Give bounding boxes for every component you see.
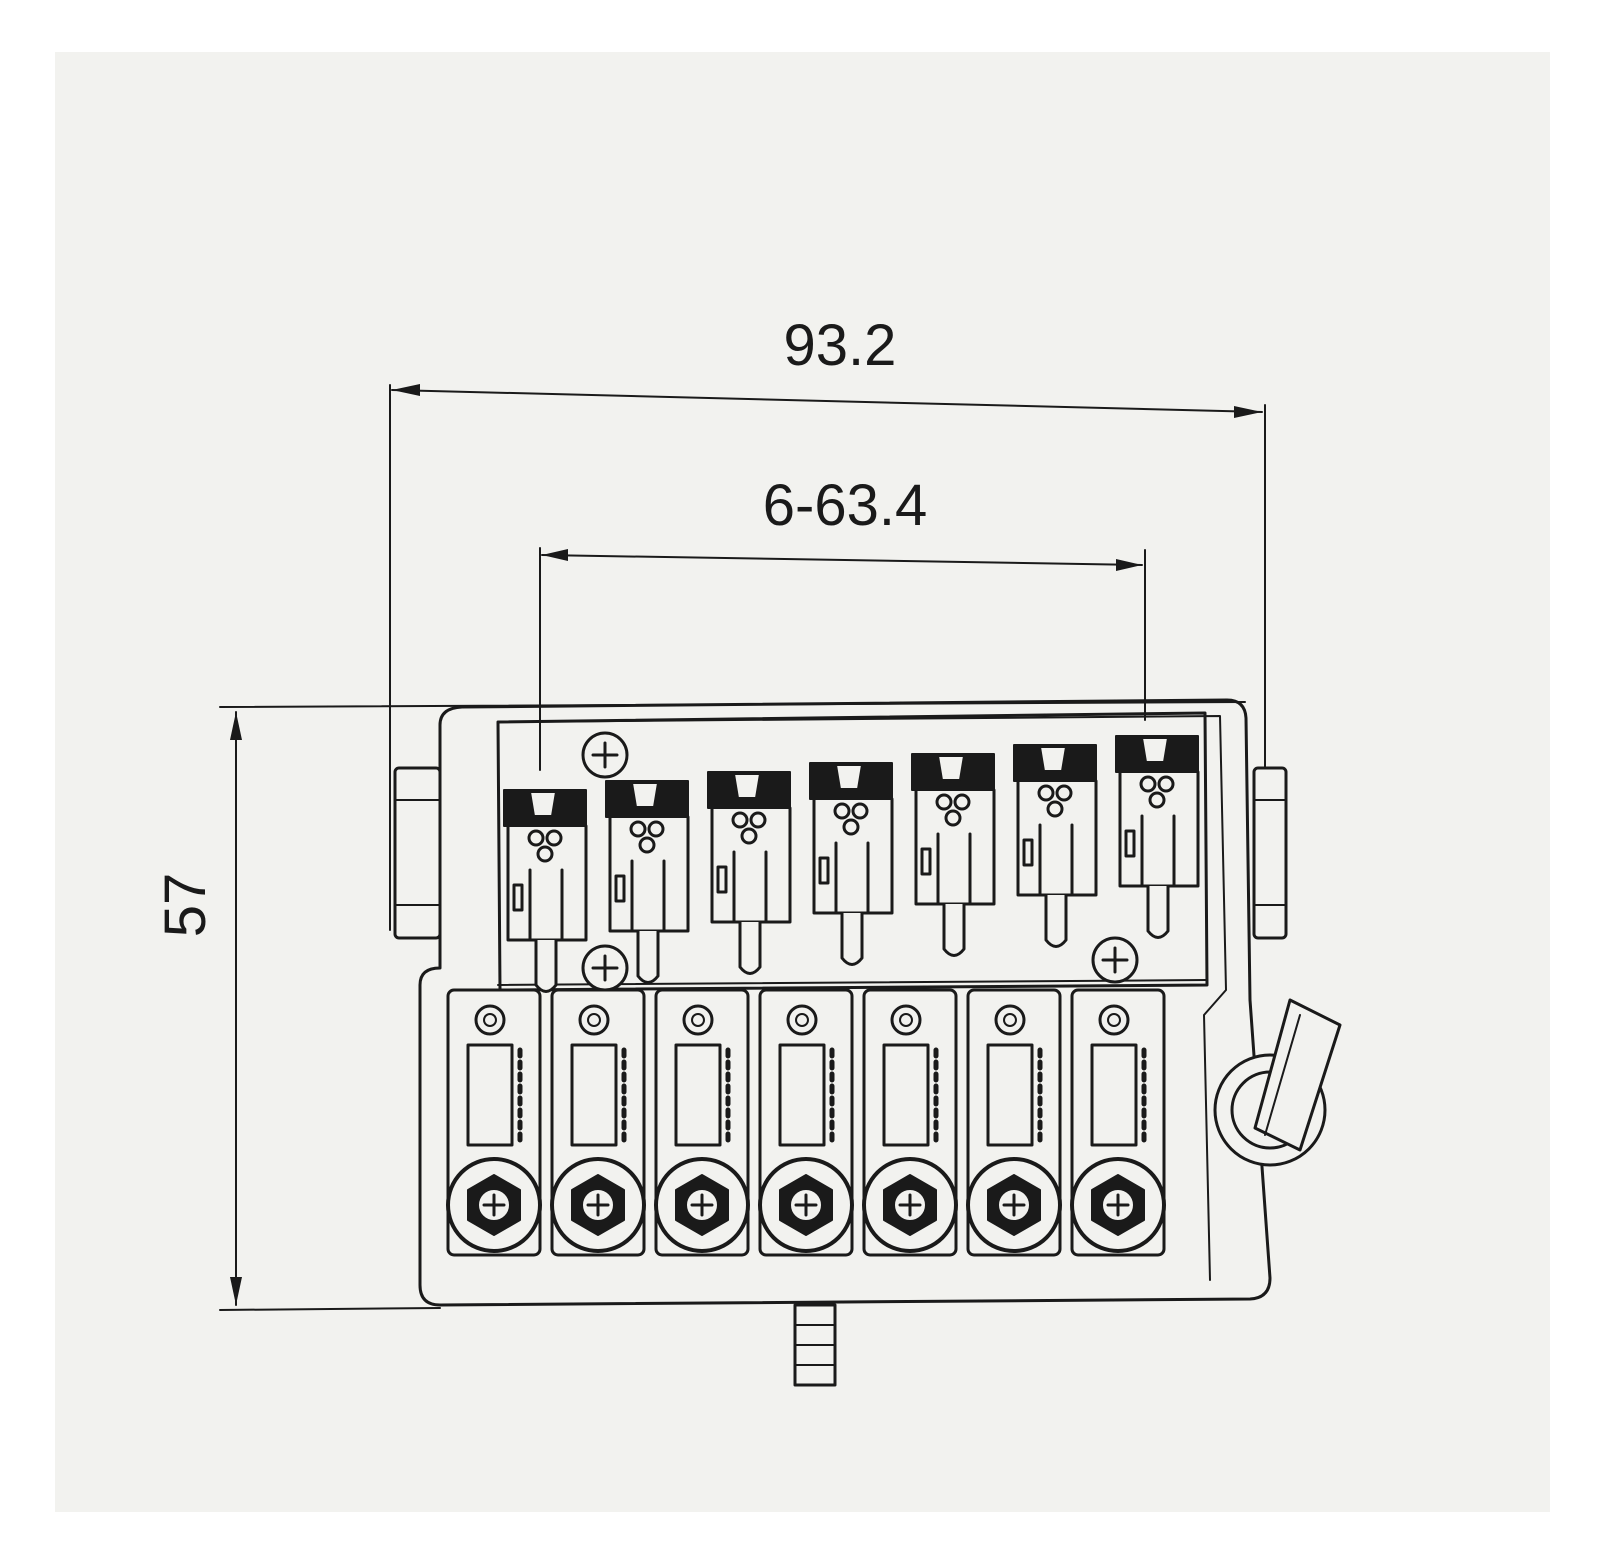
saddle-bodies xyxy=(446,988,1166,1257)
saddle-clamp-4 xyxy=(809,762,894,966)
base-plate-inner xyxy=(499,715,1227,1281)
block-screw-bottom-left xyxy=(581,944,629,992)
dimension-label-depth: 57 xyxy=(153,873,218,938)
dimension-string-spacing xyxy=(539,547,1146,771)
saddle-clamp-2 xyxy=(605,780,690,984)
locking-block xyxy=(496,711,1209,992)
saddle-clamp-6 xyxy=(1013,744,1098,948)
saddle-clamp-7 xyxy=(1115,735,1200,939)
paper-background xyxy=(55,52,1550,1512)
base-plate xyxy=(418,698,1272,1307)
dimension-label-string-spacing: 6-63.4 xyxy=(763,473,927,538)
saddle-6 xyxy=(966,988,1062,1257)
saddle-clamp-5 xyxy=(911,753,996,957)
saddle-3 xyxy=(654,988,750,1257)
saddle-clamp-3 xyxy=(707,771,792,975)
saddle-clamps xyxy=(503,735,1200,993)
saddle-7 xyxy=(1070,988,1166,1257)
saddle-2 xyxy=(550,988,646,1257)
saddle-1 xyxy=(446,988,542,1257)
block-screw-top xyxy=(581,731,629,779)
dimension-label-overall-width: 93.2 xyxy=(784,313,897,378)
tremolo-block-stem xyxy=(793,1303,837,1387)
side-stud-right xyxy=(1252,766,1288,940)
saddle-5 xyxy=(862,988,958,1257)
saddle-clamp-1 xyxy=(503,789,588,993)
side-stud-left xyxy=(393,766,442,940)
tremolo-arm-socket xyxy=(1213,998,1342,1167)
block-screw-bottom-right xyxy=(1091,936,1139,984)
saddle-4 xyxy=(758,988,854,1257)
